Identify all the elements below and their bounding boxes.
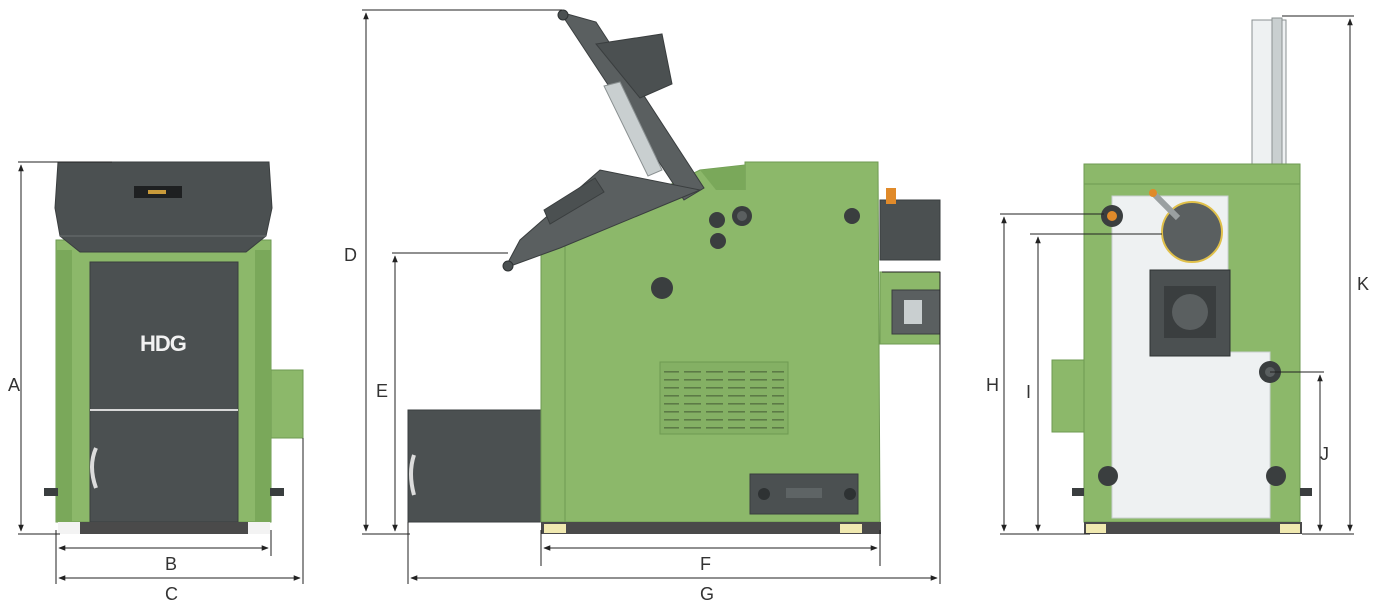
side-ash-drawer [407, 409, 543, 523]
side-port-1-inner [737, 211, 747, 221]
front-bolt-left [44, 488, 58, 496]
rear-base [1084, 522, 1302, 534]
side-flue-pipe [879, 199, 941, 261]
dim-label-c: C [165, 584, 178, 604]
front-view: HDG A B C [8, 161, 304, 604]
side-lid-panel [595, 33, 673, 99]
front-right-strip [255, 250, 271, 522]
side-access-knob-right [844, 488, 856, 500]
side-port-4 [844, 208, 860, 224]
side-base-foot-1 [544, 524, 566, 533]
front-foot-left [58, 522, 80, 534]
front-door-panel [89, 261, 239, 523]
side-fan-motor-inner [904, 300, 922, 324]
side-lid-panel-lower [603, 81, 663, 177]
front-foot-right [248, 522, 270, 534]
side-port-3 [710, 233, 726, 249]
side-port-2 [709, 212, 725, 228]
dim-label-e: E [376, 381, 388, 401]
dim-label-h: H [986, 375, 999, 395]
dim-label-g: G [700, 584, 714, 604]
front-side-box [269, 369, 304, 439]
dim-label-f: F [700, 554, 711, 574]
rear-foot-right [1280, 524, 1300, 533]
dim-label-k: K [1357, 274, 1369, 294]
rear-bolt-left [1072, 488, 1084, 496]
dim-label-b: B [165, 554, 177, 574]
side-access-slot [786, 488, 822, 498]
rear-side-box [1051, 359, 1087, 433]
side-lid-hinge-bottom [502, 260, 514, 272]
front-bolt-right [270, 488, 284, 496]
dim-label-j: J [1320, 444, 1329, 464]
side-base-foot-2 [840, 524, 862, 533]
rear-view: H I J K [986, 15, 1369, 535]
side-base [541, 522, 881, 534]
side-vent-slots [664, 370, 784, 430]
rear-bolt-right [1300, 488, 1312, 496]
rear-port-bottom-left [1098, 466, 1118, 486]
rear-port-top-left-inner [1107, 211, 1117, 221]
dim-label-a: A [8, 375, 20, 395]
control-display-light [148, 190, 166, 194]
side-body-top-bevel [700, 165, 745, 190]
side-view: D E F G [344, 9, 941, 604]
rear-chimney-rail [1271, 17, 1283, 167]
rear-port-bottom-right [1266, 466, 1286, 486]
brand-logo: HDG [140, 331, 186, 356]
rear-flue-sensor [1149, 189, 1181, 221]
rear-foot-left [1086, 524, 1106, 533]
front-top-hood [54, 161, 273, 253]
front-base [58, 522, 270, 534]
rear-fan-circle [1172, 294, 1208, 330]
side-access-knob-left [758, 488, 770, 500]
front-left-strip [56, 250, 72, 522]
side-lid-hinge-top [557, 9, 569, 21]
side-drawer-handle-icon [409, 454, 416, 496]
side-hopper-lid [503, 169, 702, 269]
dim-label-d: D [344, 245, 357, 265]
side-hopper-lid-top [543, 177, 605, 225]
side-flue-sensor [886, 188, 896, 204]
dim-label-i: I [1026, 382, 1031, 402]
door-handle-icon [90, 447, 98, 489]
rear-flue-sensor-tip [1149, 189, 1157, 197]
side-port-5 [651, 277, 673, 299]
rear-top-cap [1083, 163, 1301, 185]
